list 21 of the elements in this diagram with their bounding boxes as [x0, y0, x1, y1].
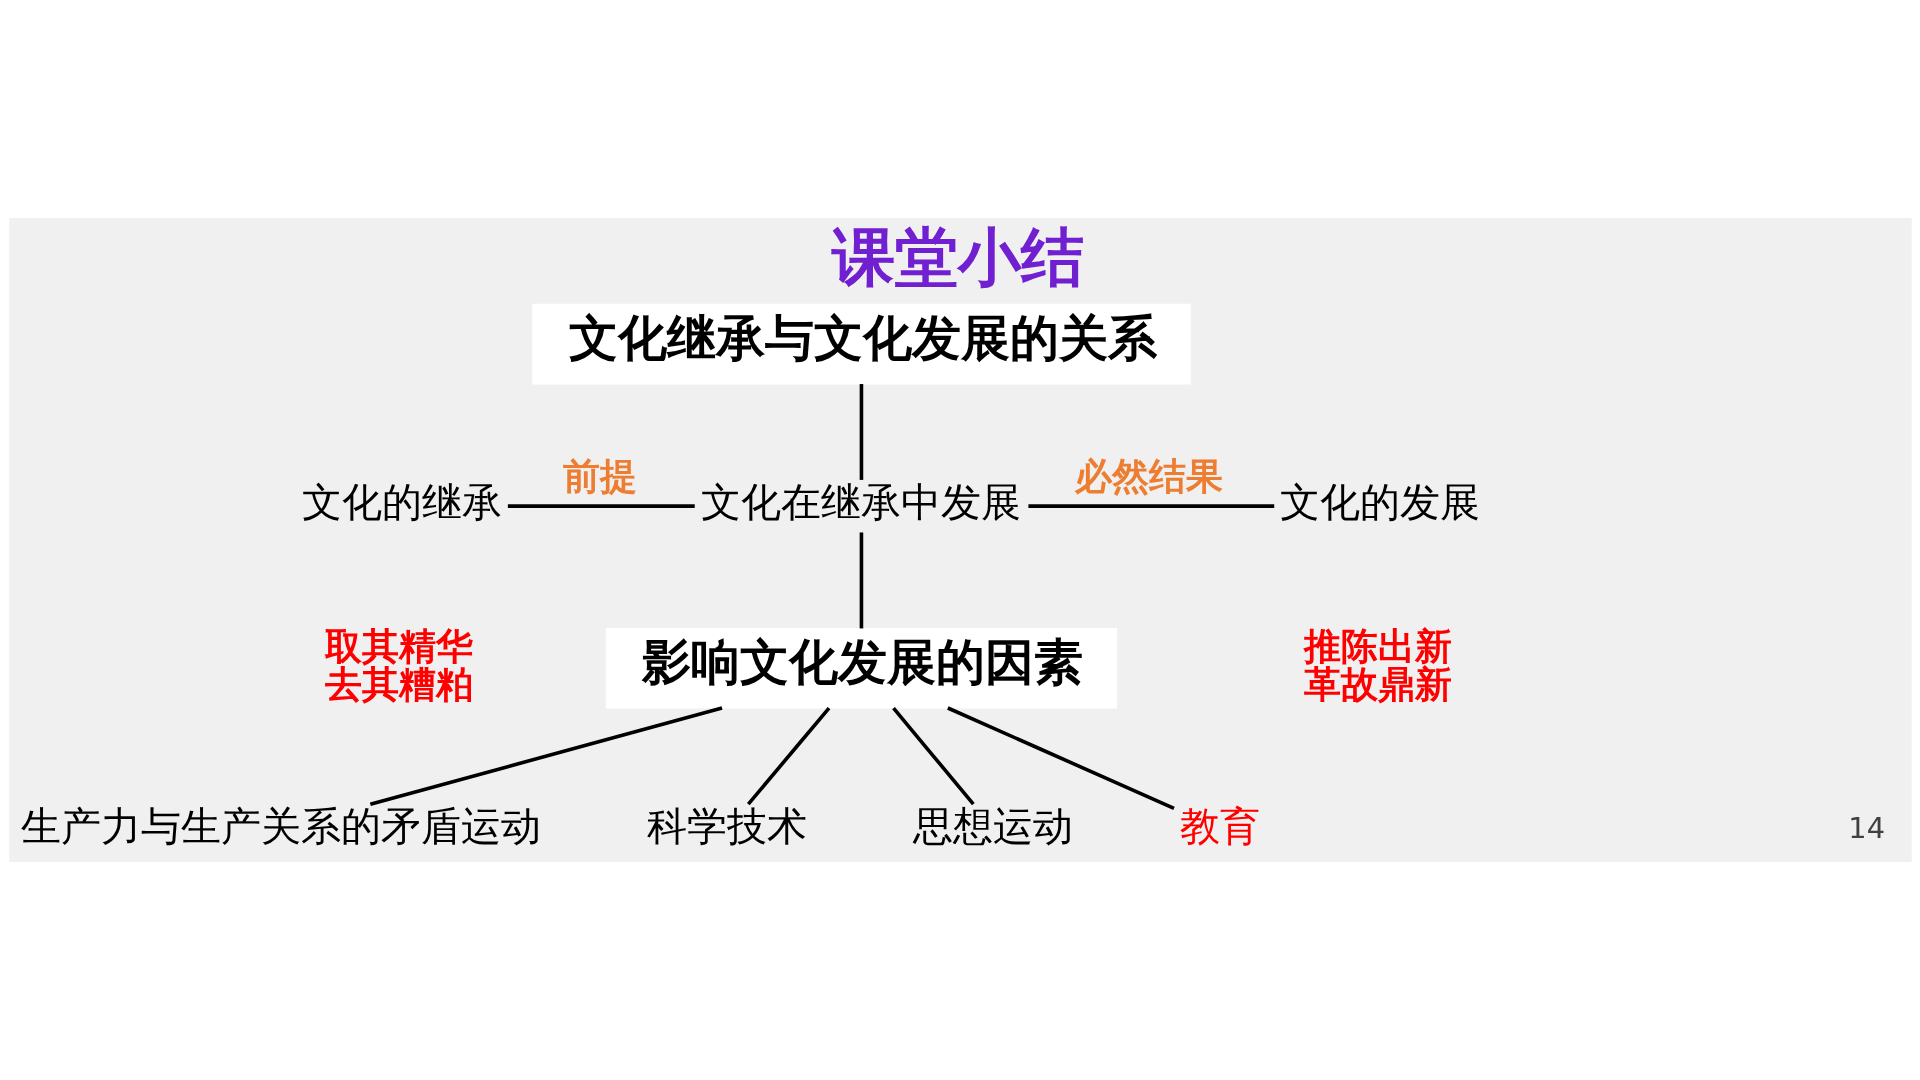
edge-label: 前提	[562, 453, 637, 498]
node-text: 科学技术	[646, 803, 807, 851]
connector	[507, 504, 695, 508]
label: 14	[1847, 810, 1885, 845]
diagram-title: 课堂小结	[831, 219, 1084, 294]
connector	[746, 707, 830, 806]
connector	[859, 532, 863, 629]
connector	[891, 707, 975, 806]
edge-label: 必然结果	[1074, 453, 1223, 498]
node-text: 思想运动	[912, 803, 1073, 851]
node-box: 影响文化发展的因素	[605, 627, 1117, 709]
connector	[1027, 504, 1274, 508]
node-text: 教育	[1179, 803, 1260, 851]
node-text: 文化的发展	[1279, 479, 1480, 527]
connector	[859, 384, 863, 480]
node-text: 文化的继承	[301, 479, 502, 527]
node-text: 生产力与生产关系的矛盾运动	[20, 803, 541, 851]
connector	[946, 706, 1175, 810]
node-box: 文化继承与文化发展的关系	[531, 303, 1191, 385]
connector	[369, 706, 722, 807]
node-text: 文化在继承中发展	[700, 479, 1021, 527]
